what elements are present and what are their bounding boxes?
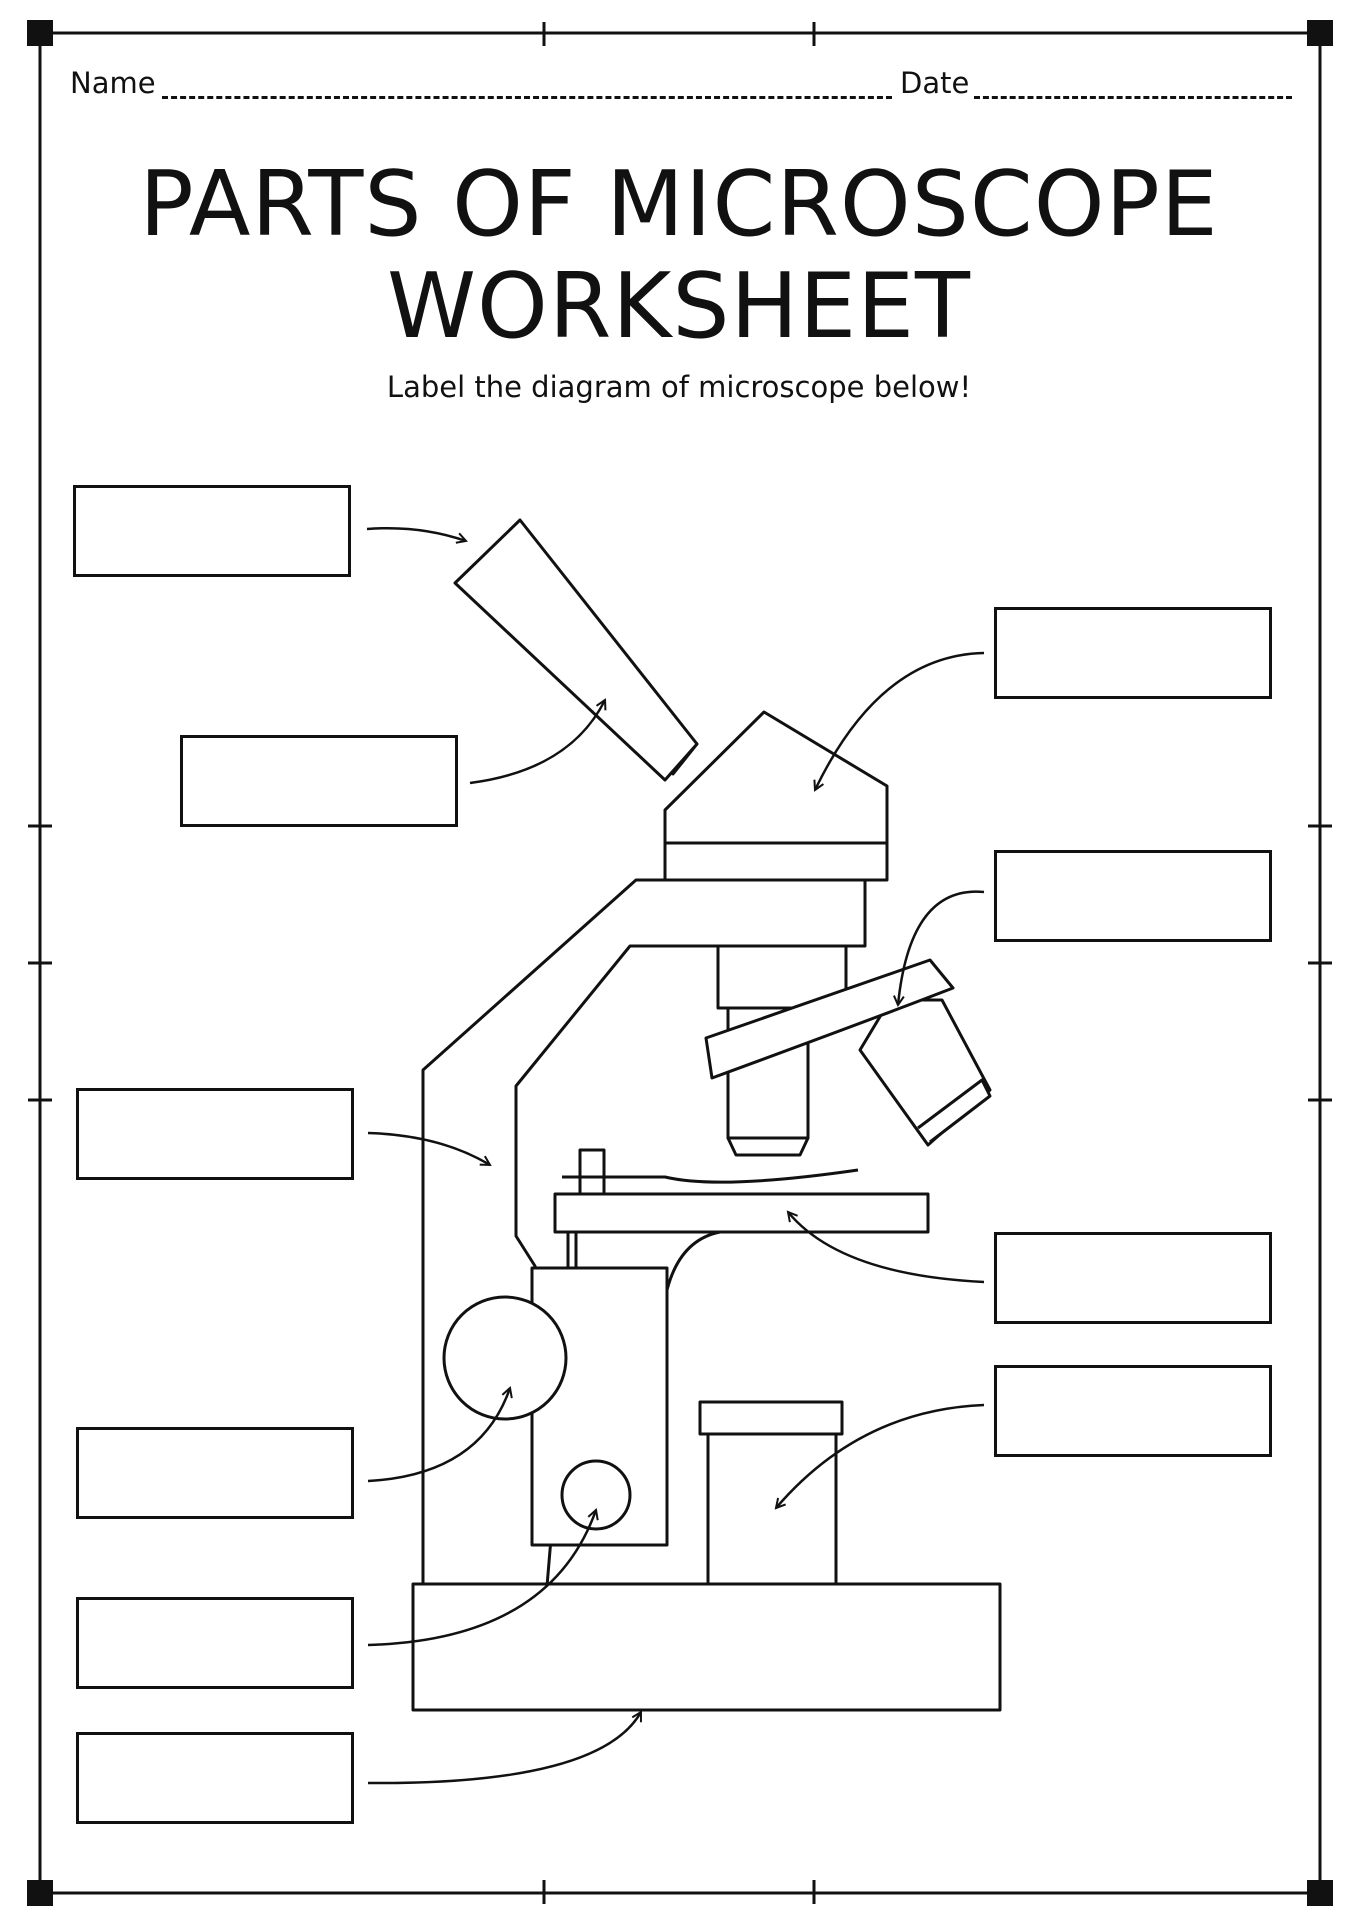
page-title-line-2: WORKSHEET — [387, 254, 971, 359]
base — [411, 1582, 1002, 1712]
stage — [553, 1192, 930, 1234]
answer-box-2[interactable] — [180, 735, 458, 827]
date-label: Date — [900, 66, 970, 100]
light-source-cap — [698, 1400, 844, 1436]
answer-box-8[interactable] — [76, 1427, 354, 1519]
corner-square-top-right — [1307, 20, 1333, 46]
date-field-line[interactable] — [974, 96, 1292, 99]
answer-box-6[interactable] — [994, 1232, 1272, 1324]
fine-focus-knob — [560, 1459, 632, 1531]
name-field-line[interactable] — [162, 96, 892, 99]
head — [663, 710, 889, 882]
answer-box-3[interactable] — [994, 607, 1272, 699]
instruction-text: Label the diagram of microscope below! — [386, 370, 972, 404]
answer-box-4[interactable] — [994, 850, 1272, 942]
corner-square-bottom-left — [27, 1880, 53, 1906]
answer-box-9[interactable] — [76, 1597, 354, 1689]
answer-box-10[interactable] — [76, 1732, 354, 1824]
answer-box-7[interactable] — [994, 1365, 1272, 1457]
answer-box-1[interactable] — [73, 485, 351, 577]
corner-square-bottom-right — [1307, 1880, 1333, 1906]
stage-clip — [578, 1148, 606, 1196]
coarse-focus-knob — [442, 1295, 568, 1421]
name-label: Name — [70, 66, 156, 100]
body-tube — [453, 518, 699, 782]
light-source — [706, 1430, 838, 1586]
revolving-nosepiece — [704, 958, 955, 1080]
corner-square-top-left — [27, 20, 53, 46]
name-date-row: Name Date — [70, 66, 1292, 106]
answer-box-5[interactable] — [76, 1088, 354, 1180]
page-title-line-1: PARTS OF MICROSCOPE — [139, 152, 1219, 257]
